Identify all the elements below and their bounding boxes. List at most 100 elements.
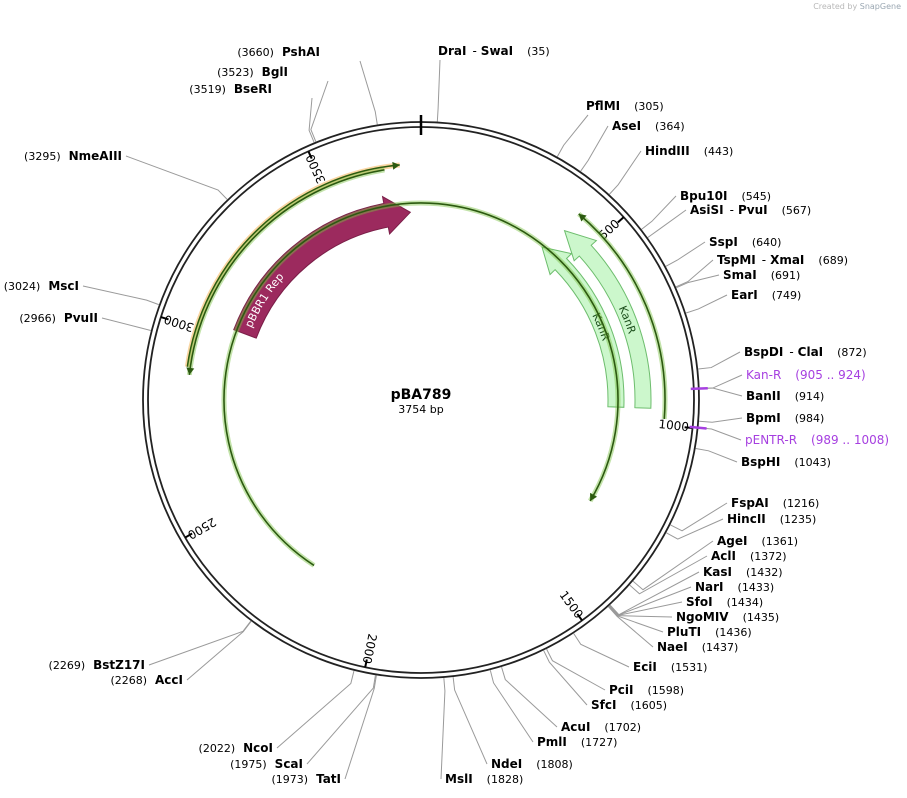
site-text: HincII(1235) <box>727 512 816 526</box>
site-label-asisi-pvui[interactable]: AsiSI-PvuI(567) <box>690 203 811 217</box>
tick-label-2500: 2500 <box>185 515 218 542</box>
feature-line-core <box>578 213 666 420</box>
tick-mark-2500 <box>184 532 193 539</box>
feature-line-core <box>188 169 385 375</box>
site-label-kasi[interactable]: KasI (1432) <box>703 565 783 579</box>
leader-lines <box>82 59 743 780</box>
site-label-fspai[interactable]: FspAI(1216) <box>731 496 819 510</box>
leader-scai <box>306 675 376 765</box>
feature-kanr-1[interactable]: KanR <box>562 229 652 409</box>
site-label-msci[interactable]: (3024)MscI <box>4 279 79 293</box>
leader-pluti <box>608 606 664 633</box>
feature-pbbr1-rep-0[interactable]: pBBR1 Rep <box>233 195 412 339</box>
leader-bpmi <box>699 417 743 423</box>
leader-naei <box>608 606 654 648</box>
site-label-acui[interactable]: AcuI(1702) <box>561 720 641 734</box>
site-position: (1975) <box>230 758 267 771</box>
site-label-ecii[interactable]: EciI(1531) <box>633 660 707 674</box>
site-label-bstz17i[interactable]: (2269)BstZ17I <box>49 658 145 672</box>
site-name: PciI <box>609 683 634 697</box>
site-text: Kan-R(905 .. 924) <box>746 368 866 382</box>
site-label-pluti[interactable]: PluTI(1436) <box>667 625 752 639</box>
site-text: NdeI (1808) <box>491 757 573 771</box>
site-position: (689) <box>818 254 848 267</box>
site-label-hincii[interactable]: HincII(1235) <box>727 512 816 526</box>
site-label-ndei[interactable]: NdeI (1808) <box>491 757 573 771</box>
site-text: BpmI(984) <box>746 411 824 425</box>
site-name: NdeI <box>491 757 522 771</box>
site-label-pvuii[interactable]: (2966)PvuII <box>19 311 98 325</box>
site-separator: - <box>730 203 734 217</box>
site-label-tati[interactable]: (1973)TatI <box>271 772 341 786</box>
credit-brand: SnapGene <box>859 2 901 11</box>
site-label-nari[interactable]: NarI(1433) <box>695 580 774 594</box>
site-label-pflmi[interactable]: PflMI(305) <box>586 99 664 113</box>
site-text: DraI-SwaI(35) <box>438 44 550 58</box>
leader-tspmi-xmai <box>675 259 714 288</box>
feature-arrow-shape <box>233 195 412 339</box>
site-label-bsphi[interactable]: BspHI(1043) <box>741 455 831 469</box>
site-name: KasI <box>703 565 732 579</box>
site-label-pmli[interactable]: PmlI(1727) <box>537 735 617 749</box>
site-label-ncoi[interactable]: (2022)NcoI <box>199 741 273 755</box>
tick-mark-3000 <box>160 316 169 321</box>
site-label-acli[interactable]: AclI(1372) <box>711 549 787 563</box>
site-label-eari[interactable]: EarI(749) <box>731 288 801 302</box>
leader-kan-r <box>699 374 743 390</box>
leader-bseri <box>308 97 315 143</box>
site-label-pcii[interactable]: PciI(1598) <box>609 683 684 697</box>
site-label-sfoi[interactable]: SfoI(1434) <box>686 595 763 609</box>
site-text: (3024)MscI <box>4 279 79 293</box>
site-label-sspi[interactable]: SspI(640) <box>709 235 781 249</box>
site-label-bgli[interactable]: (3523)BglI <box>217 65 288 79</box>
site-label-msli[interactable]: MslI(1828) <box>445 772 523 786</box>
site-label-scai[interactable]: (1975)ScaI <box>230 757 303 771</box>
site-label-hindiii[interactable]: HindIII(443) <box>645 144 733 158</box>
site-label-naei[interactable]: NaeI(1437) <box>657 640 738 654</box>
site-separator: - <box>472 44 476 58</box>
primer-label-kan-r[interactable]: Kan-R(905 .. 924) <box>746 368 866 382</box>
site-label-pshai[interactable]: (3660)PshAI <box>237 45 320 59</box>
site-text: SfoI(1434) <box>686 595 763 609</box>
site-position: (1432) <box>746 566 783 579</box>
site-position: (1973) <box>271 773 308 786</box>
tick-label-2000: 2000 <box>360 632 380 665</box>
site-position: (1235) <box>780 513 817 526</box>
site-label-tspmi-xmai[interactable]: TspMI-XmaI(689) <box>717 253 848 267</box>
site-label-bspdi-clai[interactable]: BspDI-ClaI(872) <box>744 345 867 359</box>
site-labels: DraI-SwaI(35) PflMI(305) AseI(364) HindIII(… <box>4 44 889 786</box>
site-position: (984) <box>795 412 825 425</box>
site-name: ClaI <box>798 345 823 359</box>
site-position: (1434) <box>727 596 764 609</box>
tick-label-3500: 3500 <box>303 152 328 186</box>
site-label-smai[interactable]: SmaI(691) <box>723 268 800 282</box>
site-label-ngomiv[interactable]: NgoMIV(1435) <box>676 610 779 624</box>
site-position: (3660) <box>237 46 274 59</box>
site-label-bseri[interactable]: (3519)BseRI <box>189 82 272 96</box>
site-label-drai-swai[interactable]: DraI-SwaI(35) <box>438 44 550 58</box>
site-label-banii[interactable]: BanII(914) <box>746 389 824 403</box>
leader-pmli <box>489 670 534 743</box>
site-label-bpmi[interactable]: BpmI(984) <box>746 411 824 425</box>
site-label-sfci[interactable]: SfcI(1605) <box>591 698 667 712</box>
site-position: (1605) <box>630 699 667 712</box>
primer-label-pentr-r[interactable]: pENTR-R(989 .. 1008) <box>745 433 889 447</box>
site-label-bpu10i[interactable]: Bpu10I(545) <box>680 189 771 203</box>
site-position: (749) <box>772 289 802 302</box>
site-label-asei[interactable]: AseI(364) <box>612 119 685 133</box>
site-label-agei[interactable]: AgeI(1361) <box>717 534 798 548</box>
leader-pcii <box>546 648 606 691</box>
site-position: (545) <box>741 190 771 203</box>
leader-ecii <box>573 633 630 668</box>
site-name: pENTR-R <box>745 433 797 447</box>
site-position: (1361) <box>761 535 798 548</box>
feature-line-core <box>186 164 400 367</box>
site-name: MscI <box>48 279 79 293</box>
tick-label-500: 500 <box>596 217 622 243</box>
site-name: AclI <box>711 549 736 563</box>
site-label-acci[interactable]: (2268)AccI <box>110 673 183 687</box>
site-label-nmeaiii[interactable]: (3295)NmeAIII <box>24 149 122 163</box>
site-position: (1808) <box>536 758 573 771</box>
site-text: (3295)NmeAIII <box>24 149 122 163</box>
feature-line-3 <box>184 161 400 368</box>
